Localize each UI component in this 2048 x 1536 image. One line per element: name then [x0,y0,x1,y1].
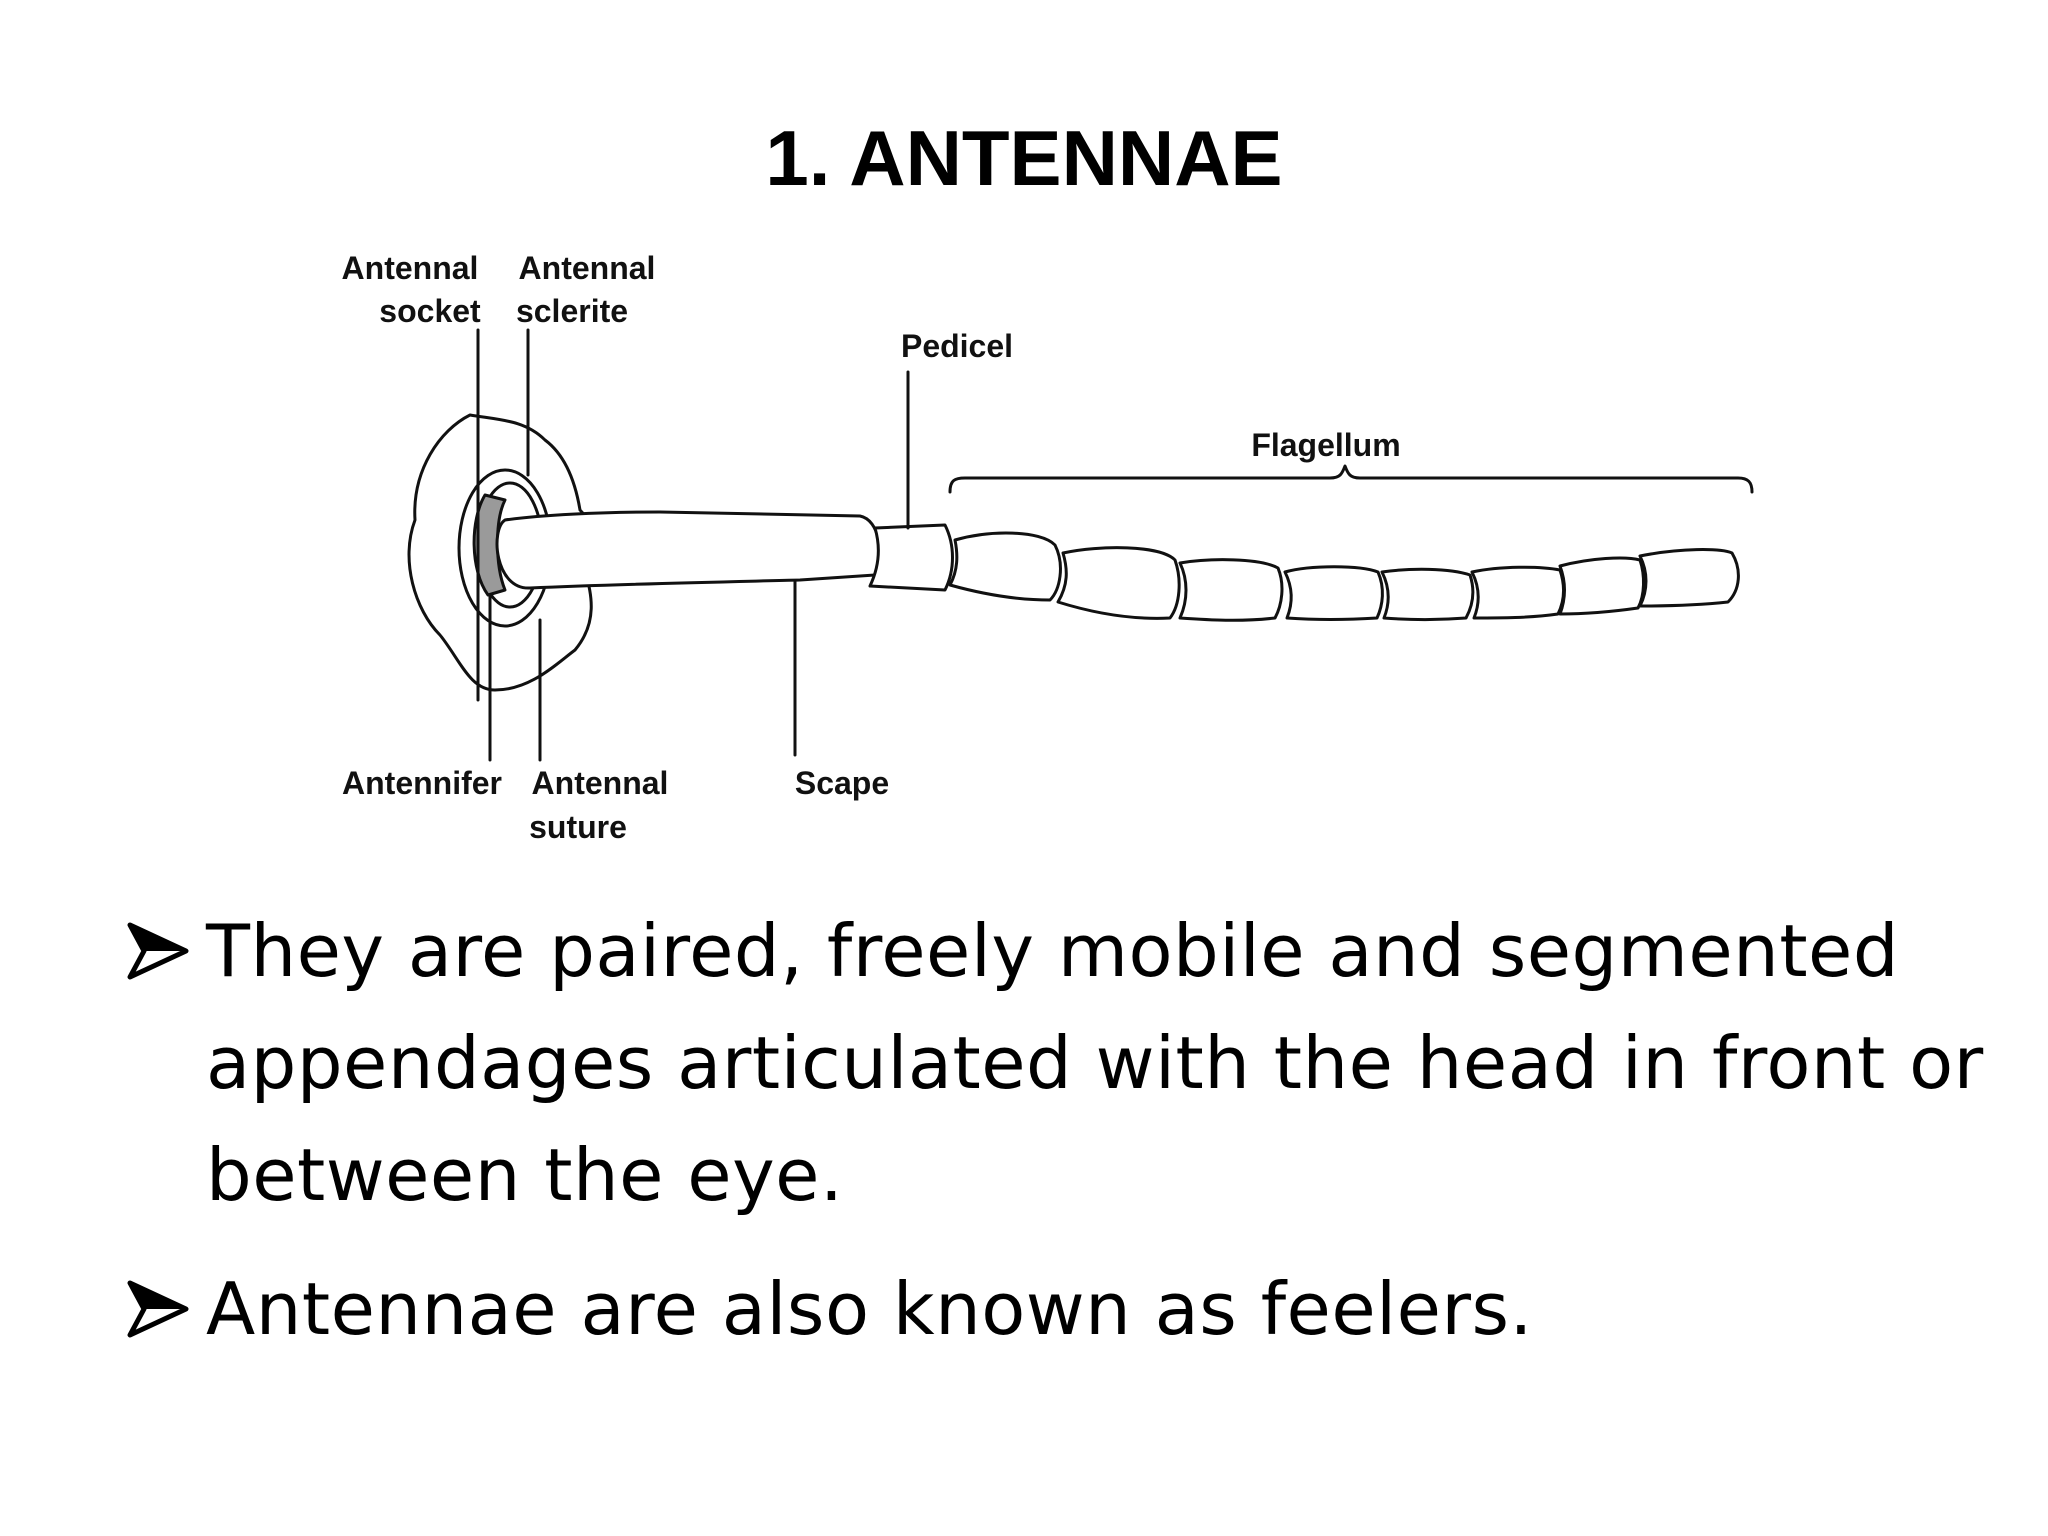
flagellum-segment [1380,567,1475,621]
label-pedicel: Pedicel [901,328,1013,364]
label-antennal-sclerite-line1: Antennal [519,250,656,286]
pedicel-segment [868,523,954,592]
label-antennal-suture-line2: suture [529,809,627,845]
flagellum-segment [1056,546,1181,620]
label-antennifer: Antennifer [342,765,502,801]
bullet-item: Antennae are also known as feelers. [120,1253,2000,1365]
slide-title: 1. ANTENNAE [765,114,1283,202]
antenna-diagram: Antennal socket Antennal sclerite Pedice… [342,250,1754,845]
head-cuticle-outline [407,413,596,692]
bullet-text: Antennae are also known as feelers. [206,1267,1533,1351]
flagellum-segment [1470,565,1565,620]
label-antennal-suture-line1: Antennal [532,765,669,801]
bullet-item: They are paired, freely mobile and segme… [120,895,2000,1231]
bullet-list: They are paired, freely mobile and segme… [120,895,2000,1387]
scape-segment [495,510,882,590]
antennifer-base [472,493,507,597]
label-flagellum: Flagellum [1251,427,1400,463]
flagellum-segment [1558,556,1645,616]
flagellum-segment [1283,565,1384,621]
flagellum-segment [1178,558,1284,622]
flagellum-segment [1638,548,1740,608]
label-antennal-sclerite-line2: sclerite [516,293,628,329]
label-antennal-socket-line1: Antennal [342,250,479,286]
label-scape: Scape [795,765,889,801]
arrow-bullet-icon [127,922,189,980]
label-antennal-socket-line2: socket [379,293,481,329]
bullet-text: They are paired, freely mobile and segme… [206,909,1984,1217]
arrow-bullet-icon [127,1280,189,1338]
flagellum-bracket [948,464,1754,494]
flagellum-segment [948,531,1062,602]
